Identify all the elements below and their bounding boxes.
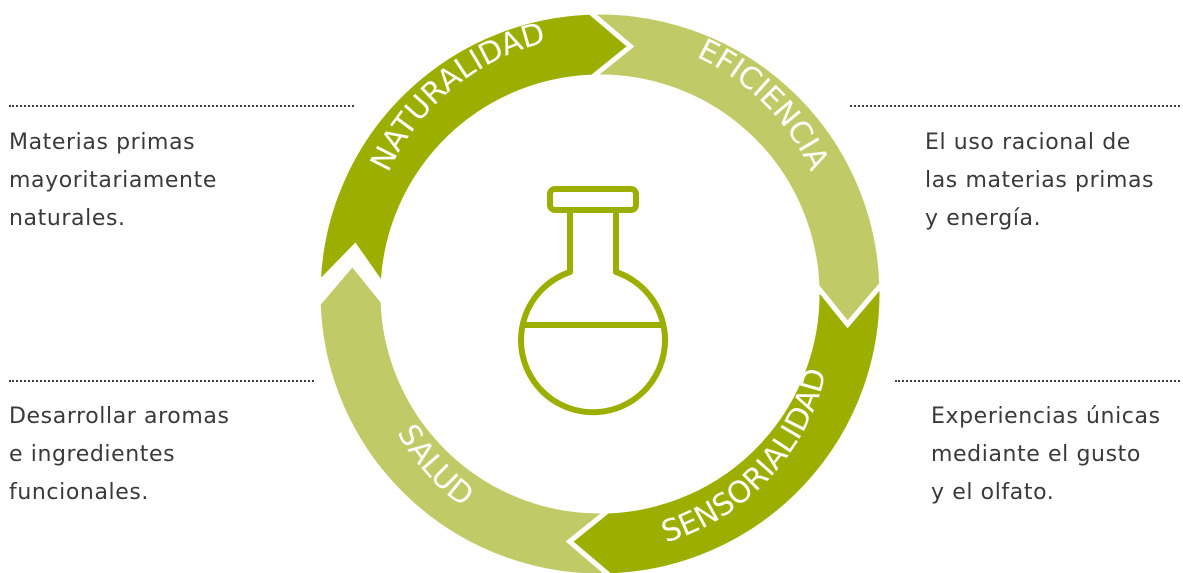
text-line: naturales. — [9, 206, 126, 231]
divider-top-right — [850, 105, 1180, 107]
divider-bottom-left — [9, 380, 314, 382]
text-line: Desarrollar aromas — [9, 404, 230, 429]
text-line: Experiencias únicas — [931, 404, 1161, 429]
text-line: y el olfato. — [931, 480, 1055, 505]
text-line: mediante el gusto — [931, 442, 1141, 467]
flask-icon — [518, 186, 668, 416]
text-line: mayoritariamente — [9, 168, 217, 193]
description-eficiencia: El uso racional de las materias primas y… — [925, 124, 1154, 238]
divider-bottom-right — [895, 380, 1180, 382]
text-line: y energía. — [925, 206, 1042, 231]
text-line: El uso racional de — [925, 130, 1131, 155]
divider-top-left — [9, 105, 354, 107]
text-line: las materias primas — [925, 168, 1155, 193]
text-line: Materias primas — [9, 130, 196, 155]
segment-salud — [315, 259, 615, 573]
text-line: funcionales. — [9, 480, 150, 505]
description-naturalidad: Materias primas mayoritariamente natural… — [9, 124, 217, 238]
description-sensorialidad: Experiencias únicas mediante el gusto y … — [931, 398, 1161, 512]
text-line: e ingredientes — [9, 442, 176, 467]
segment-sensorialidad — [565, 277, 885, 573]
description-salud: Desarrollar aromas e ingredientes funcio… — [9, 398, 230, 512]
